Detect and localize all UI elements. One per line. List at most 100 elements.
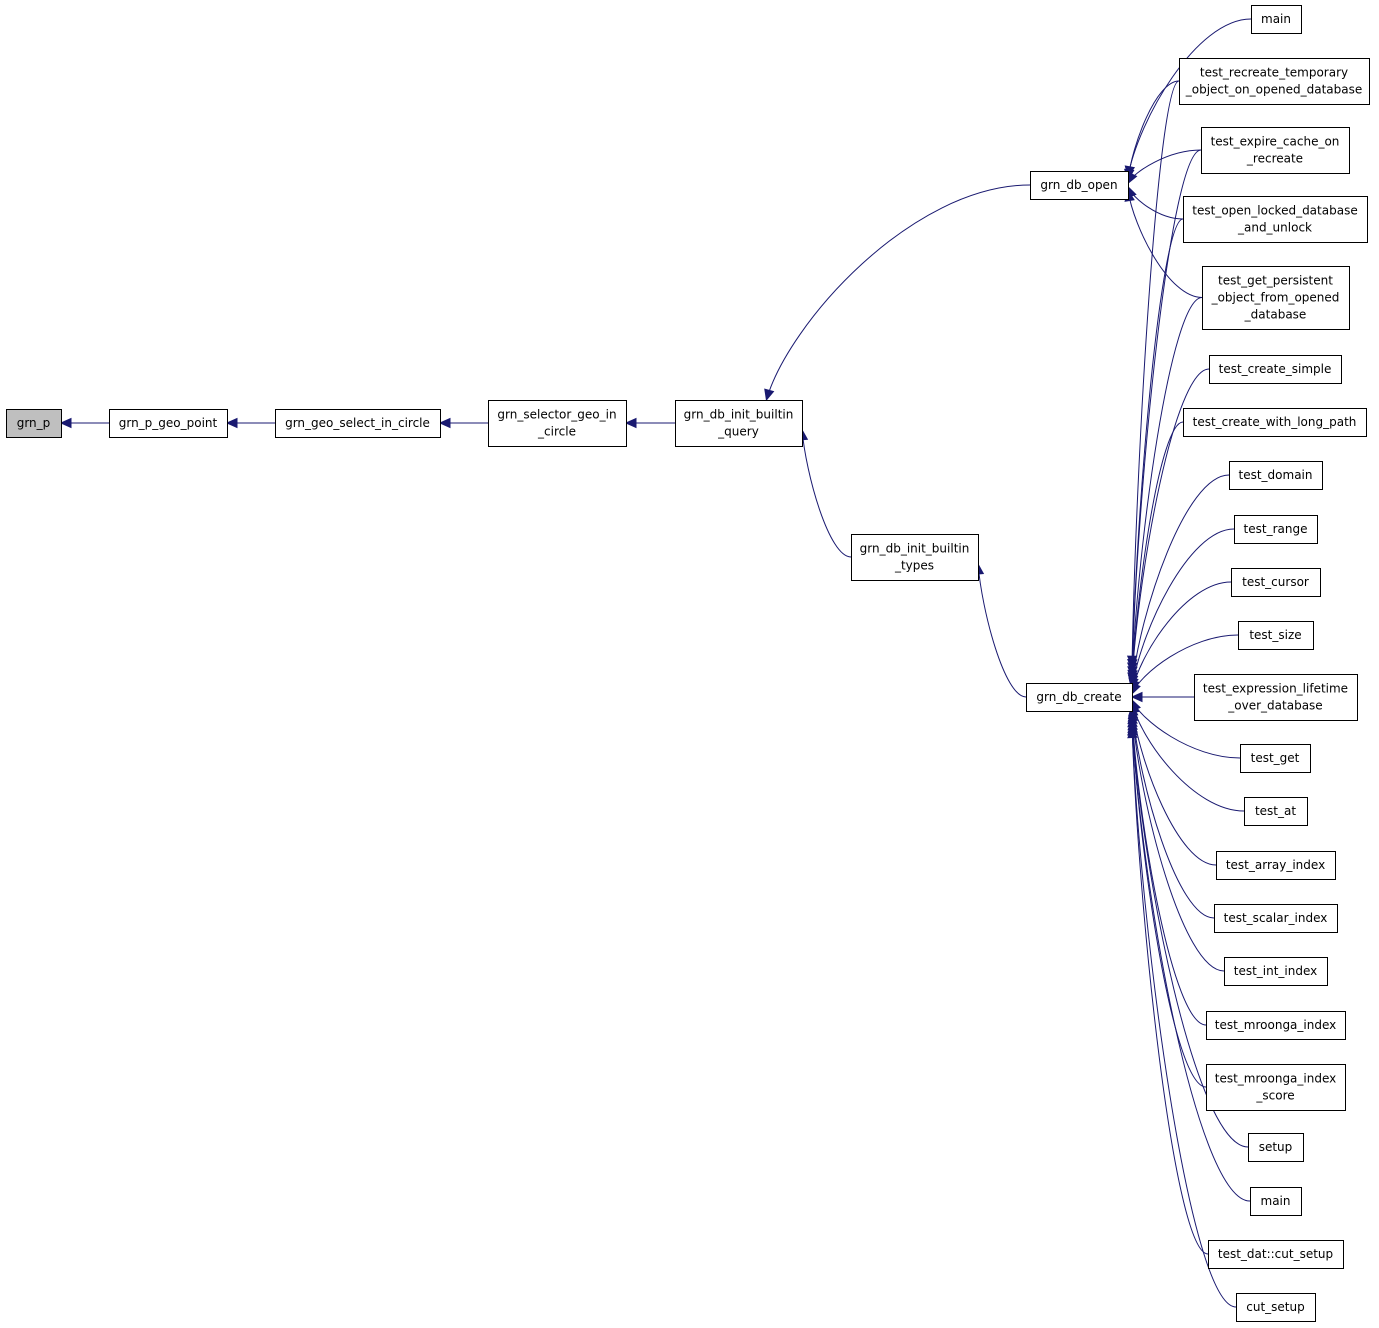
node-box[interactable] <box>1238 621 1314 650</box>
function-node-test-range[interactable]: test_range <box>1234 515 1318 544</box>
function-node-test-array-index[interactable]: test_array_index <box>1216 851 1336 880</box>
function-node-grn-p[interactable]: grn_p <box>6 409 62 438</box>
node-box[interactable] <box>1224 957 1328 986</box>
node-box[interactable] <box>1194 674 1358 721</box>
arrowhead-icon <box>225 417 238 429</box>
node-label: main <box>1261 1194 1291 1208</box>
node-label: test_mroonga_index <box>1215 1072 1337 1086</box>
node-label: test_expire_cache_on <box>1211 135 1340 149</box>
function-node-test-create-with-long-path[interactable]: test_create_with_long_path <box>1183 408 1367 437</box>
node-label: test_cursor <box>1242 575 1309 589</box>
node-box[interactable] <box>1229 461 1323 490</box>
call-edge <box>1131 722 1251 1202</box>
node-box[interactable] <box>1179 58 1370 105</box>
node-label: cut_setup <box>1246 1300 1304 1314</box>
call-edge <box>1131 297 1203 678</box>
call-edge <box>1131 727 1237 1308</box>
node-label: _score <box>1255 1089 1294 1103</box>
node-box[interactable] <box>1206 1011 1346 1040</box>
node-label: _object_from_opened <box>1211 291 1340 305</box>
function-node-test-int-index[interactable]: test_int_index <box>1224 957 1328 986</box>
node-box[interactable] <box>1251 5 1302 34</box>
call-edge <box>1131 724 1209 1255</box>
node-label: grn_db_create <box>1036 690 1121 704</box>
function-node-grn-geo-select-in-circle[interactable]: grn_geo_select_in_circle <box>275 409 441 438</box>
node-box[interactable] <box>1208 1240 1344 1269</box>
call-edge <box>1131 581 1232 692</box>
function-node-test-get[interactable]: test_get <box>1240 744 1311 773</box>
node-label: _query <box>717 425 759 439</box>
node-box[interactable] <box>6 409 62 438</box>
node-box[interactable] <box>1240 744 1311 773</box>
function-node-main[interactable]: main <box>1251 5 1302 34</box>
arrowhead-icon <box>1130 691 1143 703</box>
function-node-test-scalar-index[interactable]: test_scalar_index <box>1214 904 1338 933</box>
arrowhead-icon <box>764 388 775 402</box>
node-box[interactable] <box>1236 1293 1316 1322</box>
node-box[interactable] <box>275 409 441 438</box>
node-box[interactable] <box>675 400 803 447</box>
node-label: test_size <box>1249 628 1301 642</box>
function-node-test-create-simple[interactable]: test_create_simple <box>1209 355 1342 384</box>
function-node-grn-selector-geo-in-circle[interactable]: grn_selector_geo_in_circle <box>488 400 627 447</box>
function-node-grn-db-open[interactable]: grn_db_open <box>1030 171 1129 200</box>
node-label: test_get_persistent <box>1218 274 1333 288</box>
function-node-test-dat-cut-setup[interactable]: test_dat::cut_setup <box>1208 1240 1344 1269</box>
call-edge <box>765 184 1031 401</box>
node-label: test_at <box>1255 804 1296 818</box>
node-box[interactable] <box>1216 851 1336 880</box>
node-box[interactable] <box>1206 1064 1346 1111</box>
node-box[interactable] <box>1183 196 1368 243</box>
node-box[interactable] <box>1248 1133 1304 1162</box>
call-edge <box>1127 190 1203 298</box>
call-edge <box>977 563 1027 698</box>
function-node-main[interactable]: main <box>1250 1187 1302 1216</box>
node-box[interactable] <box>1214 904 1338 933</box>
function-node-test-mroonga-index-score[interactable]: test_mroonga_index _score <box>1206 1064 1346 1111</box>
call-edge <box>1131 421 1184 684</box>
function-node-test-recreate-temporary-object-on-opened-database[interactable]: test_recreate_temporary_object_on_opened… <box>1179 58 1370 105</box>
call-edge <box>1127 18 1252 177</box>
function-node-test-at[interactable]: test_at <box>1244 797 1308 826</box>
call-edge <box>1131 710 1225 972</box>
edges-layer <box>59 18 1252 1308</box>
node-label: test_create_with_long_path <box>1193 415 1357 429</box>
function-node-test-expression-lifetime-over-database[interactable]: test_expression_lifetime _over_database <box>1194 674 1358 721</box>
function-node-test-expire-cache-on-recreate[interactable]: test_expire_cache_on_recreate <box>1201 127 1350 174</box>
node-box[interactable] <box>1201 127 1350 174</box>
node-box[interactable] <box>1183 408 1367 437</box>
node-box[interactable] <box>1026 683 1133 712</box>
node-label: grn_p_geo_point <box>119 416 218 430</box>
node-box[interactable] <box>1244 797 1308 826</box>
node-label: test_expression_lifetime <box>1203 682 1348 696</box>
function-node-test-get-persistent-object-from-opened-database[interactable]: test_get_persistent _object_from_opened _d… <box>1202 266 1350 330</box>
function-node-setup[interactable]: setup <box>1248 1133 1304 1162</box>
function-node-cut-setup[interactable]: cut_setup <box>1236 1293 1316 1322</box>
node-label: _database <box>1244 308 1307 322</box>
call-edge <box>1131 708 1215 919</box>
function-node-test-domain[interactable]: test_domain <box>1229 461 1323 490</box>
node-box[interactable] <box>1231 568 1321 597</box>
node-label: test_create_simple <box>1219 362 1332 376</box>
function-node-grn-p-geo-point[interactable]: grn_p_geo_point <box>109 409 228 438</box>
node-box[interactable] <box>1250 1187 1302 1216</box>
node-label: test_domain <box>1239 468 1313 482</box>
node-label: _over_database <box>1227 699 1322 713</box>
node-box[interactable] <box>488 400 627 447</box>
function-node-test-open-locked-database-and-unlock[interactable]: test_open_locked_database_and_unlock <box>1183 196 1368 243</box>
node-box[interactable] <box>851 534 979 581</box>
function-node-grn-db-create[interactable]: grn_db_create <box>1026 683 1133 712</box>
node-box[interactable] <box>1030 171 1129 200</box>
function-node-test-mroonga-index[interactable]: test_mroonga_index <box>1206 1011 1346 1040</box>
node-box[interactable] <box>1234 515 1318 544</box>
node-box[interactable] <box>1209 355 1342 384</box>
call-edge <box>1131 719 1249 1148</box>
function-node-grn-db-init-builtin-query[interactable]: grn_db_init_builtin_query <box>675 400 803 447</box>
node-label: grn_geo_select_in_circle <box>285 416 430 430</box>
function-node-test-size[interactable]: test_size <box>1238 621 1314 650</box>
function-node-grn-db-init-builtin-types[interactable]: grn_db_init_builtin_types <box>851 534 979 581</box>
node-label: _circle <box>537 425 576 439</box>
function-node-test-cursor[interactable]: test_cursor <box>1231 568 1321 597</box>
node-box[interactable] <box>1202 266 1350 330</box>
node-box[interactable] <box>109 409 228 438</box>
